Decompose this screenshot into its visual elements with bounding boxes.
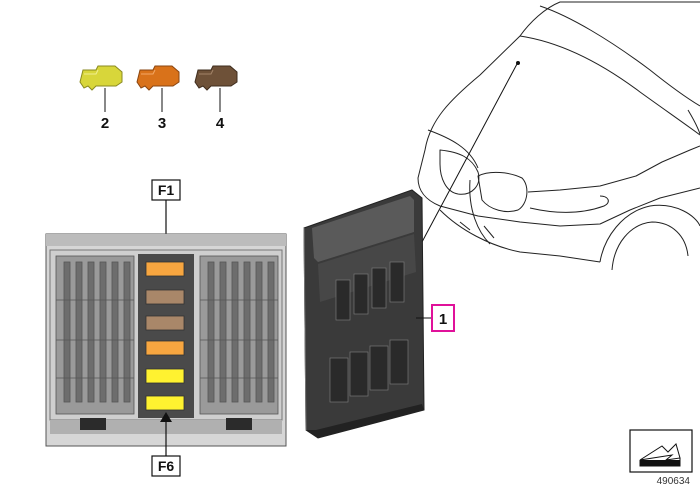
- fuse-item-4: 4: [194, 65, 238, 132]
- fuse-item-3: 3: [136, 65, 180, 132]
- fuse-slot-f2: [145, 289, 185, 305]
- highlight-box: [431, 304, 455, 332]
- fuse-box-icon: [303, 189, 425, 439]
- direction-arrow-icon: [629, 429, 693, 473]
- fuse-label-f6: F6: [151, 412, 181, 477]
- fuse-label-f1: F1: [151, 179, 181, 252]
- callout-3: 3: [158, 115, 166, 132]
- relay-block-right: [199, 255, 279, 415]
- leader-line-1: [421, 63, 518, 243]
- fuse-slot-f5: [145, 368, 185, 384]
- callout-2: 2: [101, 115, 109, 132]
- fuse-item-2: 2: [79, 65, 123, 132]
- vehicle-front-icon: [417, 1, 700, 271]
- image-number: 490634: [657, 476, 691, 487]
- fuse-panel: [45, 233, 287, 447]
- svg-text:F6: F6: [158, 458, 175, 474]
- callout-1: 1: [439, 311, 447, 328]
- blade-fuse-icon: [79, 65, 123, 91]
- fuse-slot-f3: [145, 315, 185, 331]
- blade-fuse-icon: [136, 65, 180, 91]
- fuse-slot-f6: [145, 395, 185, 411]
- fuse-slot-f1: [145, 261, 185, 277]
- fuse-slot-f4: [145, 340, 185, 356]
- callout-4: 4: [216, 115, 225, 132]
- leader-dot: [516, 61, 520, 65]
- relay-block-left: [55, 255, 135, 415]
- svg-text:F1: F1: [158, 182, 175, 198]
- blade-fuse-icon: [194, 65, 238, 91]
